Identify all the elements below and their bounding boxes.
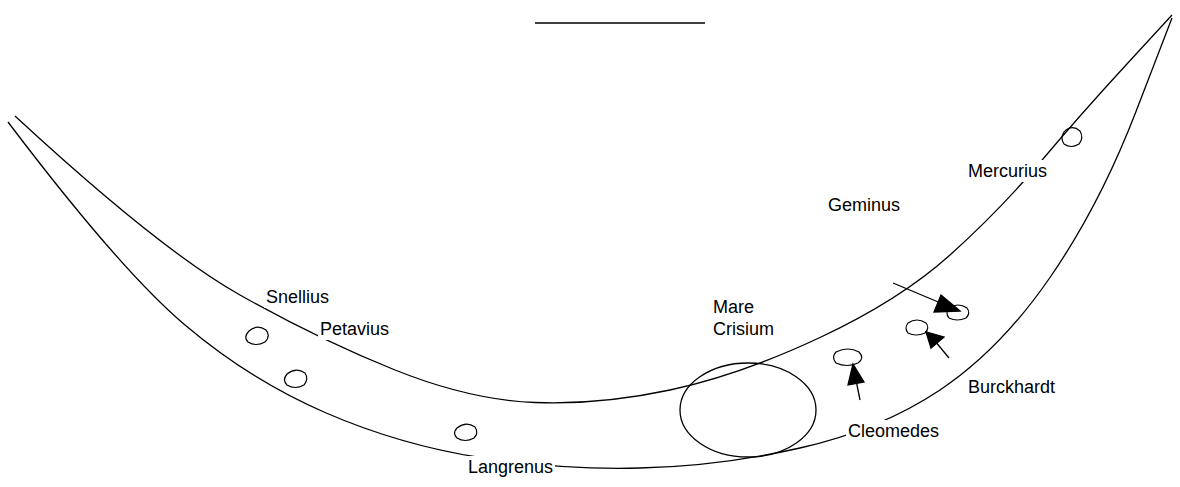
title-rule <box>535 22 705 24</box>
feature-label: Cleomedes <box>846 420 941 442</box>
crater-outline <box>455 424 477 440</box>
feature-label: Langrenus <box>466 456 555 478</box>
crater-outline <box>285 370 307 387</box>
crater-group <box>246 128 1082 441</box>
crater-outline <box>906 320 928 335</box>
feature-label: Geminus <box>826 194 902 216</box>
arrow-head <box>848 364 864 385</box>
feature-label: Mercurius <box>966 160 1049 182</box>
feature-label: Snellius <box>264 286 331 308</box>
crater-outline <box>834 349 862 366</box>
feature-label: Mare Crisium <box>711 296 787 340</box>
leader-line <box>893 283 943 304</box>
pointer-arrows <box>848 283 960 400</box>
crescent-inner-edge <box>15 15 1172 403</box>
arrow-head <box>934 295 960 312</box>
feature-label: Burckhardt <box>966 376 1057 398</box>
feature-label: Petavius <box>318 318 391 340</box>
crater-outline <box>246 327 269 344</box>
crescent-outer-edge <box>8 18 1172 468</box>
crater-outline <box>1062 128 1082 147</box>
arrow-head <box>926 332 944 348</box>
mare-outline <box>680 363 816 457</box>
